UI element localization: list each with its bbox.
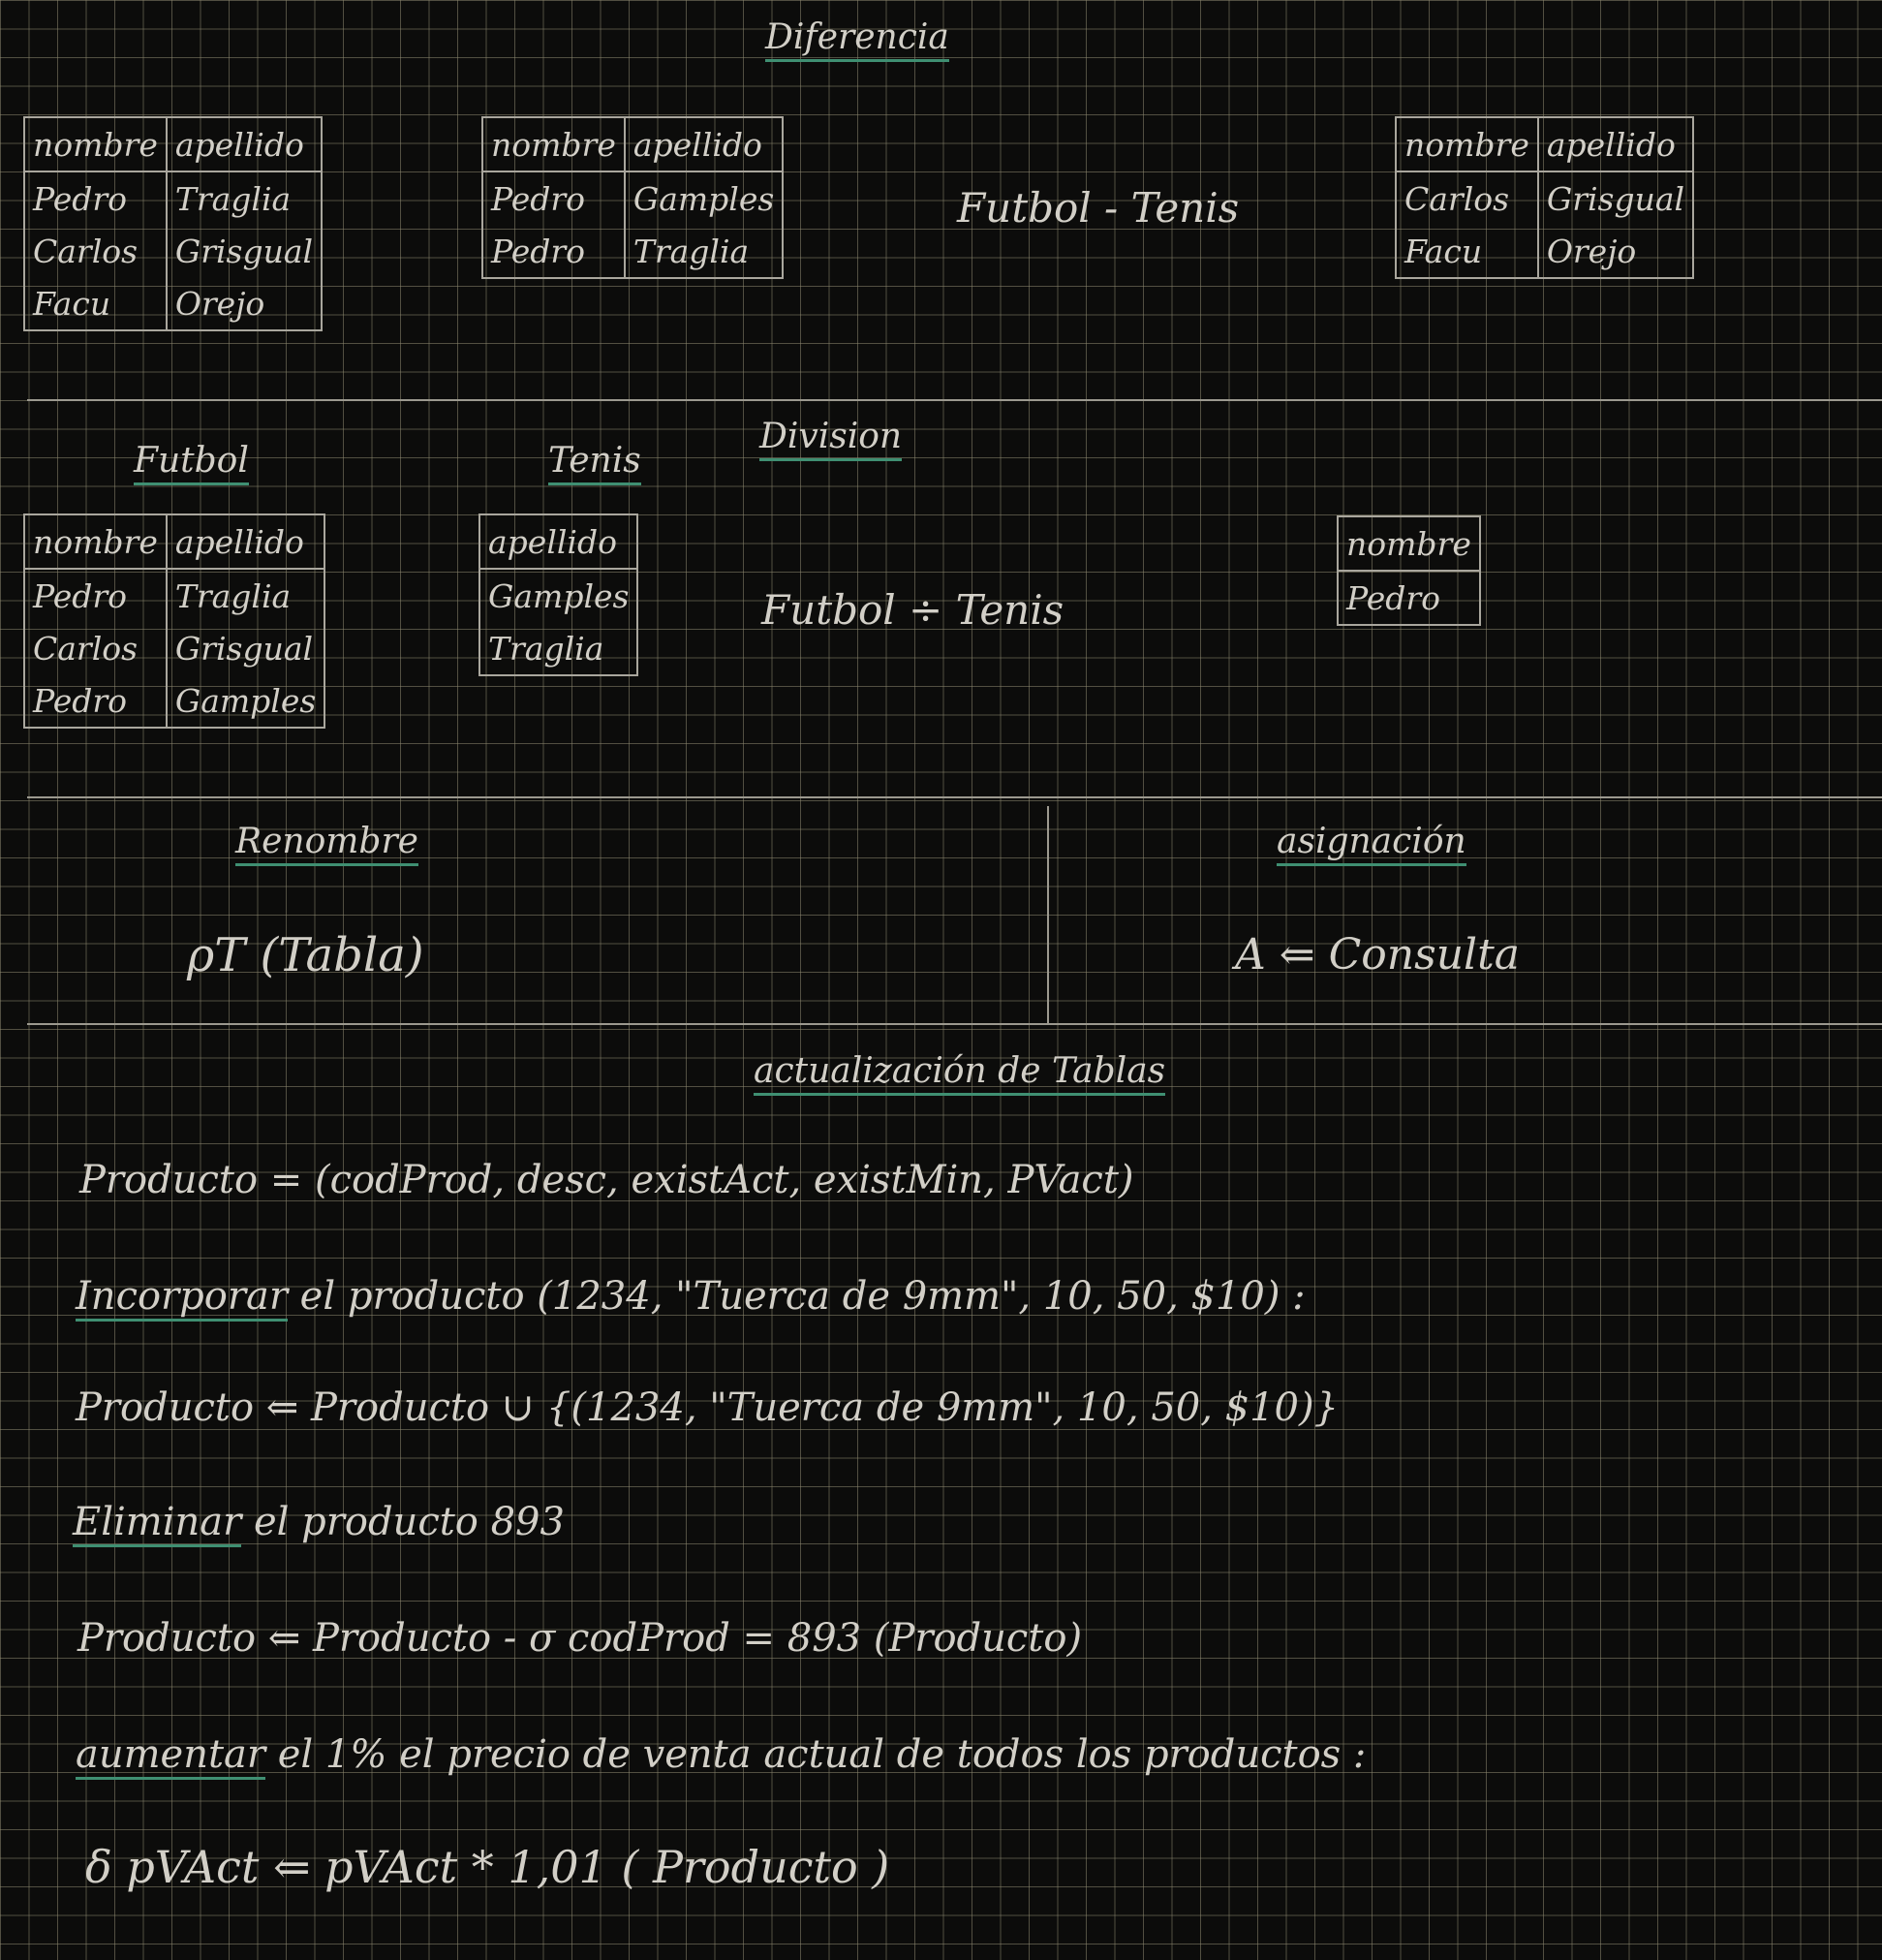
column-header: apellido	[478, 513, 639, 570]
diferencia-expression: Futbol - Tenis	[957, 184, 1240, 232]
column-header: nombre	[481, 116, 626, 172]
table-cell: Traglia	[623, 225, 785, 279]
table-row: Traglia	[478, 622, 639, 676]
table-cell: Gamples	[478, 569, 639, 622]
table-row: Pedro	[1337, 571, 1481, 626]
eliminar-statement: Eliminar el producto 893	[73, 1500, 565, 1547]
column-header: nombre	[23, 513, 168, 570]
table-cell: Gamples	[165, 674, 326, 729]
aumentar-label: aumentar	[76, 1732, 266, 1780]
eliminar-text: el producto 893	[241, 1500, 565, 1544]
tenis-label: Tenis	[548, 441, 641, 485]
renombre-title: Renombre	[235, 822, 418, 866]
delete-expression: Producto ⇐ Producto - σ codProd = 893 (P…	[77, 1616, 1083, 1661]
table-cell: Pedro	[23, 171, 168, 225]
section-divider	[27, 399, 1882, 401]
section-divider	[27, 1023, 1882, 1025]
table-cell: Pedro	[23, 569, 168, 622]
actualizacion-title: actualización de Tablas	[754, 1051, 1166, 1096]
table-cell: Carlos	[1395, 171, 1539, 225]
column-header: apellido	[1536, 116, 1695, 172]
table-cell: Facu	[1395, 225, 1539, 279]
table-cell: Pedro	[481, 171, 626, 225]
renombre-expression: ρT (Tabla)	[187, 928, 424, 982]
division-expression: Futbol ÷ Tenis	[761, 586, 1064, 634]
section-vertical-divider	[1047, 806, 1049, 1024]
eliminar-label: Eliminar	[73, 1500, 242, 1547]
asignacion-title: asignación	[1277, 822, 1466, 866]
column-header: apellido	[165, 513, 326, 570]
column-header: apellido	[165, 116, 324, 172]
diferencia-title: Diferencia	[765, 17, 949, 62]
column-header: nombre	[1395, 116, 1539, 172]
table-cell: Traglia	[165, 171, 324, 225]
table-cell: Traglia	[165, 569, 326, 622]
table-cell: Pedro	[481, 225, 626, 279]
asignacion-expression: A ⇐ Consulta	[1235, 930, 1521, 980]
table-row: Gamples	[478, 569, 639, 622]
table-cell: Traglia	[478, 622, 639, 676]
incorporar-text: el producto (1234, "Tuerca de 9mm", 10, …	[287, 1274, 1306, 1319]
column-header: nombre	[23, 116, 168, 172]
table-cell: Pedro	[1337, 571, 1481, 626]
table-cell: Orejo	[165, 277, 324, 331]
futbol-label: Futbol	[134, 441, 249, 485]
aumentar-statement: aumentar el 1% el precio de venta actual…	[76, 1732, 1367, 1780]
update-expression: δ pVAct ⇐ pVAct * 1,01 ( Producto )	[85, 1841, 890, 1893]
aumentar-text: el 1% el precio de venta actual de todos…	[265, 1732, 1367, 1777]
column-header: nombre	[1337, 515, 1481, 572]
incorporar-label: Incorporar	[76, 1274, 288, 1322]
table-cell: Grisgual	[165, 225, 324, 277]
producto-definition: Producto = (codProd, desc, existAct, exi…	[79, 1158, 1134, 1202]
table-cell: Orejo	[1536, 225, 1695, 279]
column-header: apellido	[623, 116, 785, 172]
table-cell: Facu	[23, 277, 168, 331]
division-title: Division	[759, 417, 903, 461]
incorporar-statement: Incorporar el producto (1234, "Tuerca de…	[76, 1274, 1306, 1322]
table-cell: Carlos	[23, 225, 168, 277]
table-cell: Pedro	[23, 674, 168, 729]
table-cell: Grisgual	[165, 622, 326, 674]
insert-expression: Producto ⇐ Producto ∪ {(1234, "Tuerca de…	[76, 1385, 1340, 1430]
table-cell: Grisgual	[1536, 171, 1695, 225]
table-cell: Carlos	[23, 622, 168, 674]
table-cell: Gamples	[623, 171, 785, 225]
section-divider	[27, 796, 1882, 798]
